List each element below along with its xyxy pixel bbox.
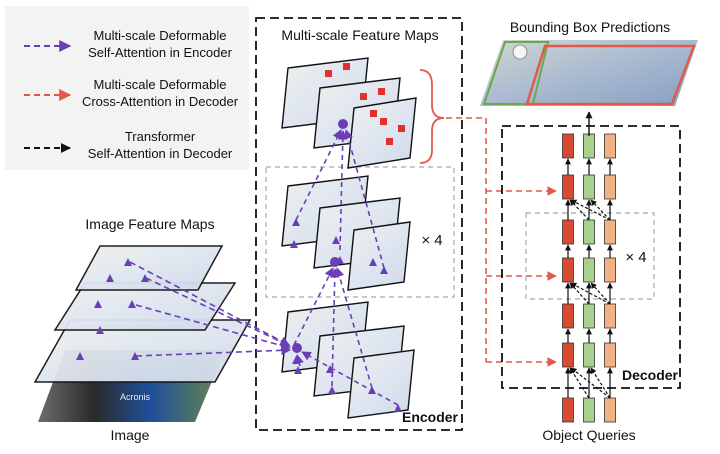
feature-stack-middle — [281, 175, 411, 291]
image-feature-maps-title: Image Feature Maps — [85, 216, 214, 232]
self-attn-arrow-2-b — [570, 282, 611, 305]
token-green-5 — [583, 174, 595, 200]
token-red-1 — [562, 342, 574, 368]
query-point-bottom — [292, 343, 302, 353]
feature-stack-top — [281, 57, 417, 169]
self-attn-arrow-0-a — [569, 367, 590, 399]
legend-selfattn-label-1: Transformer — [125, 129, 196, 144]
self-attn-arrow-0-c — [590, 367, 611, 399]
feature-map-level-3 — [74, 245, 224, 291]
decoder-repeat-label: × 4 — [625, 249, 646, 266]
token-red-0 — [562, 397, 574, 423]
legend-background — [5, 6, 249, 170]
encoder-repeat-label: × 4 — [421, 232, 442, 249]
decoder-box — [501, 125, 681, 389]
token-green-2 — [583, 303, 595, 329]
self-attn-arrow-4-b — [570, 199, 611, 221]
legend-decoder-label-1: Multi-scale Deformable — [94, 77, 227, 92]
image-map-triangles — [76, 258, 149, 360]
object-queries-label: Object Queries — [542, 427, 635, 443]
token-green-3 — [583, 257, 595, 283]
token-red-4 — [562, 219, 574, 245]
decoder: Decoder × 4 Object Queries — [501, 125, 681, 443]
token-red-2 — [562, 303, 574, 329]
cross-attention-links — [419, 69, 557, 367]
decoder-tokens — [562, 133, 616, 423]
self-attn-arrow-0-b — [570, 367, 611, 399]
encoder-repeat-box — [265, 166, 455, 298]
token-peach-1 — [604, 342, 616, 368]
token-peach-5 — [604, 174, 616, 200]
token-red-5 — [562, 174, 574, 200]
self-attn-arrow-4-a — [569, 199, 590, 221]
token-peach-3 — [604, 257, 616, 283]
token-peach-0 — [604, 397, 616, 423]
prediction-image — [480, 40, 698, 106]
token-green-4 — [583, 219, 595, 245]
legend-encoder-label-2: Self-Attention in Encoder — [88, 45, 232, 60]
self-attn-arrow-4-c — [590, 199, 611, 221]
feature-stack-bottom — [281, 301, 415, 419]
token-green-0 — [583, 397, 595, 423]
bbox-title: Bounding Box Predictions — [510, 19, 670, 35]
decoder-arrows — [565, 158, 613, 399]
decoder-label: Decoder — [622, 367, 679, 383]
ball-icon — [512, 44, 528, 60]
legend-selfattn-label-2: Self-Attention in Decoder — [88, 146, 233, 161]
image-title: Image — [111, 427, 150, 443]
query-point-top — [338, 119, 348, 129]
self-attn-arrow-2-a — [569, 282, 590, 305]
legend: Multi-scale Deformable Self-Attention in… — [5, 6, 249, 170]
image-feature-maps: Image Feature Maps Acronis Image — [33, 216, 252, 443]
sampling-points-top — [325, 63, 405, 145]
encoder-attention-arrows — [293, 129, 399, 406]
legend-decoder-label-2: Cross-Attention in Decoder — [82, 94, 239, 109]
legend-encoder-label-1: Multi-scale Deformable — [94, 28, 227, 43]
token-green-1 — [583, 342, 595, 368]
jersey-text: Acronis — [120, 392, 151, 402]
token-peach-4 — [604, 219, 616, 245]
token-red-3 — [562, 257, 574, 283]
encoder: Multi-scale Feature Maps Encoder × 4 — [129, 17, 463, 431]
encoder-title: Multi-scale Feature Maps — [281, 27, 438, 43]
encoder-label: Encoder — [402, 409, 459, 425]
token-red-6 — [562, 133, 574, 159]
query-point-middle — [330, 257, 340, 267]
token-peach-2 — [604, 303, 616, 329]
token-peach-6 — [604, 133, 616, 159]
feature-brace — [419, 69, 445, 164]
token-green-6 — [583, 133, 595, 159]
encoder-box — [255, 17, 463, 431]
bbox-predictions: Bounding Box Predictions — [480, 19, 698, 106]
red-box — [525, 44, 696, 106]
decoder-repeat-box — [525, 212, 655, 300]
self-attn-arrow-2-c — [590, 282, 611, 305]
image-to-encoder-arrows — [129, 261, 291, 357]
